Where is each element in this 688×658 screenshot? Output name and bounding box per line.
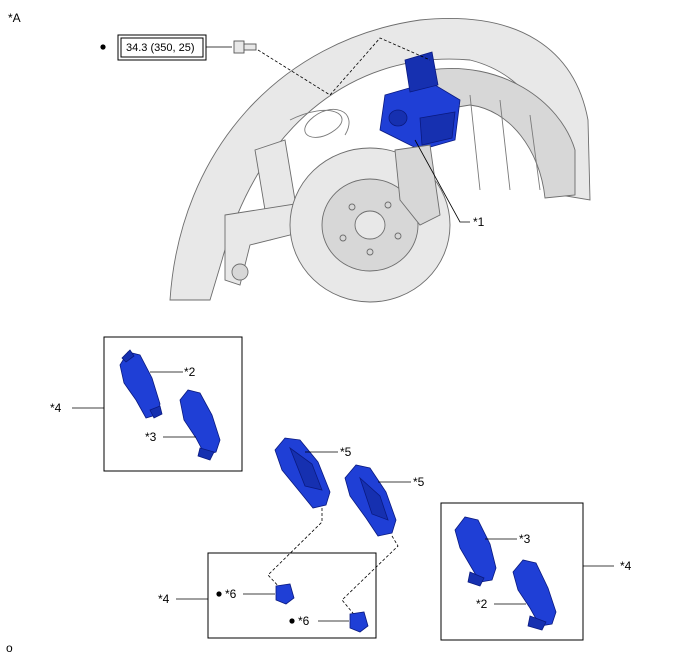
torque-spec-box (120, 37, 204, 58)
callout-5-b: *5 (413, 475, 425, 489)
callout-2-left: *2 (184, 365, 196, 379)
callout-4-right: *4 (620, 559, 632, 573)
wheel-assembly-illustration (169, 18, 591, 303)
pad-center-1 (274, 437, 331, 509)
callout-2-right: *2 (476, 597, 488, 611)
callout-3-left: *3 (145, 430, 157, 444)
pad-outer-right (454, 516, 497, 587)
pad-set-box-left (103, 336, 243, 472)
pad-set-box-right (440, 502, 584, 641)
callout-4-left: *4 (50, 401, 62, 415)
illustration-code: o (6, 641, 13, 655)
torque-spec: 34.3 (350, 25) (126, 42, 195, 54)
pad-clip-2 (349, 611, 369, 633)
pad-clip-1 (275, 583, 295, 605)
wheel-well-arch (169, 18, 591, 301)
view-label: *A (8, 11, 21, 25)
clip-box (207, 552, 377, 639)
brake-caliper (379, 51, 461, 151)
pad-inner-left (119, 349, 163, 419)
torque-bullet (100, 44, 106, 50)
callout-3-right: *3 (519, 532, 531, 546)
callout-5-a: *5 (340, 445, 352, 459)
torque-spec-box-outer (117, 34, 207, 61)
bolt-icon (233, 40, 257, 54)
wheel-well-liner (429, 68, 576, 199)
callout-4-center: *4 (158, 592, 170, 606)
coil-spring (289, 108, 350, 138)
pad-outer-left (179, 389, 221, 461)
pad-center-2 (344, 464, 397, 537)
callout-6-a: *6 (225, 587, 237, 601)
callout-6-b: *6 (298, 614, 310, 628)
callout-1: *1 (473, 215, 485, 229)
pad-inner-right (512, 559, 557, 631)
